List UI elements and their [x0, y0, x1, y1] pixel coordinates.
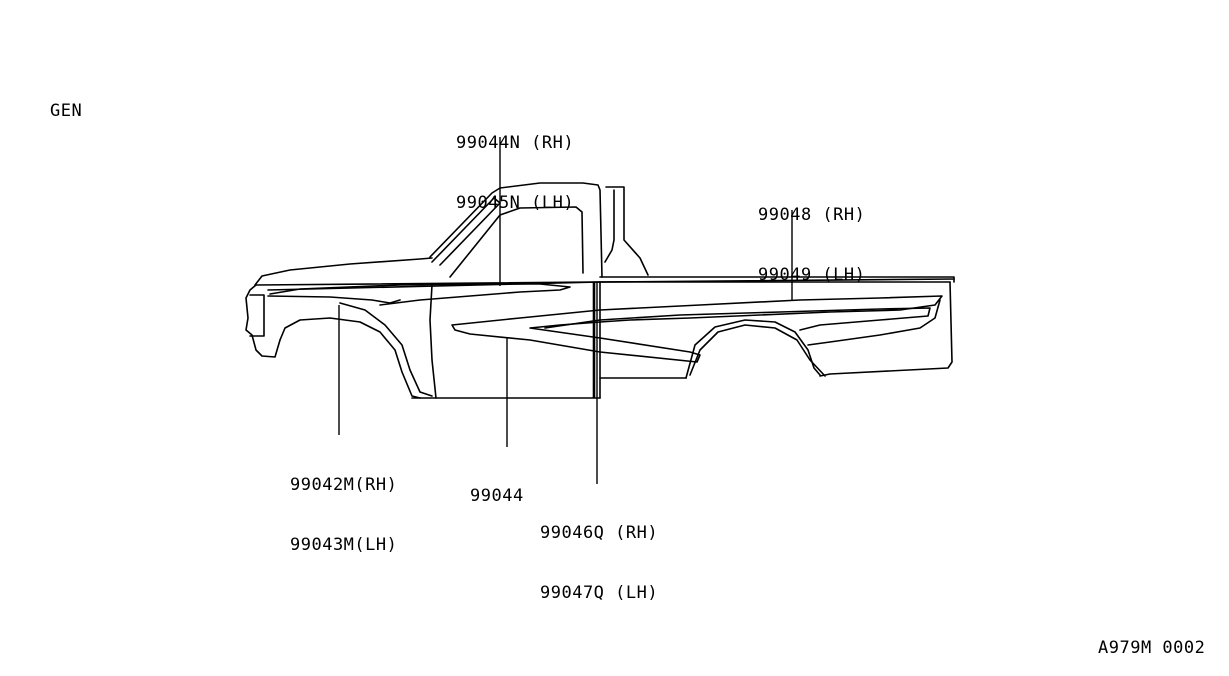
fender-stripe — [267, 295, 401, 304]
callout-door-center-line1: 99044 — [470, 486, 524, 506]
front-wheel-arch — [279, 317, 421, 399]
front-wheel-arch-inner — [339, 302, 433, 397]
callout-front-fender: 99042M(RH) 99043M(LH) — [290, 435, 397, 595]
rear-post-inner — [604, 189, 615, 263]
headlamp — [249, 294, 265, 337]
rear-wheel-arch-inner — [689, 324, 826, 377]
bed-stripe-upper — [451, 295, 943, 363]
callout-door-center: 99044 — [470, 446, 524, 546]
front-grille — [245, 284, 281, 358]
door-front-edge — [429, 284, 437, 399]
callout-door-upper-line2: 99045N (LH) — [456, 193, 575, 213]
hood-top — [254, 257, 433, 286]
callout-door-upper: 99044N (RH) 99045N (LH) — [456, 93, 574, 253]
cab-window — [449, 206, 584, 278]
callout-door-rear: 99046Q (RH) 99047Q (LH) — [540, 483, 658, 643]
callout-door-rear-line1: 99046Q (RH) — [540, 523, 659, 543]
bed-stripe-lower — [544, 307, 931, 331]
drawing-number: A979M 0002 — [1098, 638, 1206, 658]
bed-rear-lower — [807, 299, 941, 346]
windshield-pillar — [431, 197, 501, 266]
callout-door-rear-line2: 99047Q (LH) — [540, 583, 659, 603]
callout-bed-upper: 99048 (RH) 99049 (LH) — [758, 165, 865, 325]
fender-stripe-lower — [269, 283, 571, 306]
rear-wheel-arch — [685, 319, 821, 379]
callout-bed-upper-line2: 99049 (LH) — [758, 265, 866, 285]
callout-front-fender-line1: 99042M(RH) — [290, 475, 398, 495]
section-label: GEN — [50, 101, 83, 121]
bed-top-rail — [599, 276, 955, 283]
callout-front-fender-line2: 99043M(LH) — [290, 535, 398, 555]
callout-bed-upper-line1: 99048 (RH) — [758, 205, 866, 225]
callout-door-upper-line1: 99044N (RH) — [456, 133, 575, 153]
rear-post — [605, 186, 649, 276]
bed-rear — [819, 281, 953, 377]
cab-roof-outline — [429, 182, 603, 278]
